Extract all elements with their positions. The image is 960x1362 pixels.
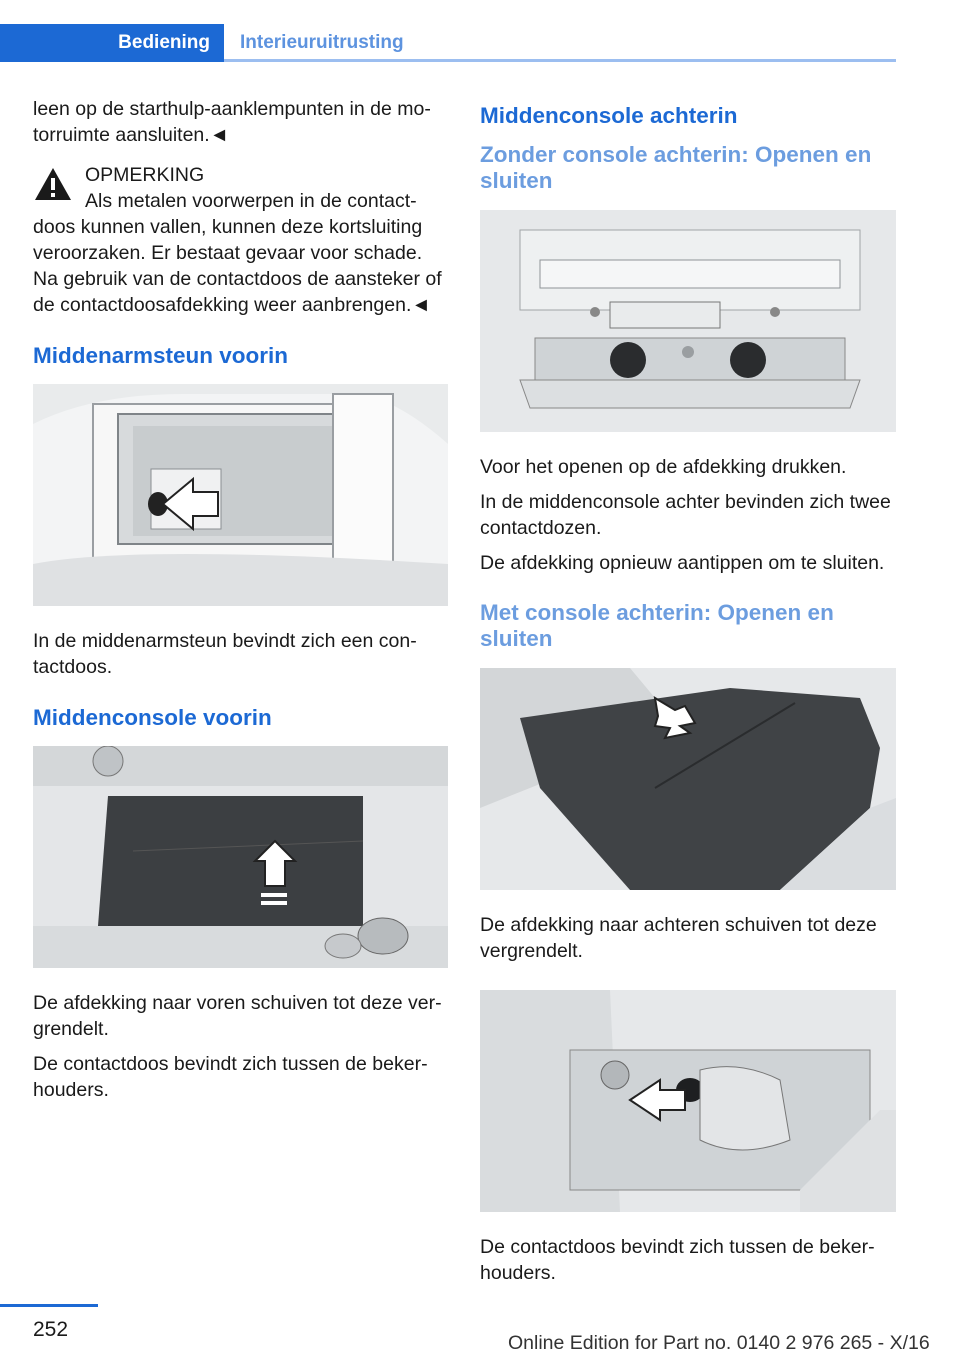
section-title-rear-console: Middenconsole achterin	[480, 103, 738, 128]
armrest-text: In de middenarmsteun bevindt zich een co…	[33, 630, 417, 678]
front-console-text-2: De contactdoos bevindt zich tussen de be…	[33, 1053, 428, 1101]
subsection-title-without-console: Zonder console achterin: Openen en sluit…	[480, 142, 872, 193]
section-title-armrest: Middenarmsteun voorin	[33, 343, 289, 368]
warning-icon	[35, 168, 71, 200]
edition-text: Online Edition for Part no. 0140 2 976 2…	[508, 1332, 930, 1354]
warning-block: OPMERKING Als metalen voorwerpen in de c…	[33, 162, 448, 318]
figure-front-console	[33, 746, 448, 968]
section-title-front-console: Middenconsole voorin	[33, 705, 272, 730]
header-divider	[224, 59, 896, 62]
page-header: Bediening Interieuruitrusting	[0, 0, 960, 62]
rear-console-text-1: Voor het openen op de afdekking drukken.	[480, 456, 847, 478]
tab-bediening[interactable]: Bediening	[0, 24, 224, 62]
rear-console-text-2: In de middenconsole achter bevinden zich…	[480, 491, 891, 539]
figure-cupholders	[480, 990, 896, 1212]
right-column: Middenconsole achterin Zonder console ac…	[480, 96, 896, 1295]
figure-rear-console-closed	[480, 210, 896, 432]
footer-divider	[0, 1304, 98, 1307]
figure-armrest	[33, 384, 448, 606]
warning-title: OPMERKING	[85, 164, 205, 186]
rear-console-text-3: De afdekking opnieuw aantippen om te slu…	[480, 552, 885, 574]
warning-text: Als metalen voorwerpen in de contact-doo…	[33, 190, 442, 316]
sliding-console-text-1: De afdekking naar achteren schuiven tot …	[480, 914, 877, 962]
figure-rear-console-sliding	[480, 668, 896, 890]
tab-interieuruitrusting[interactable]: Interieuruitrusting	[240, 32, 404, 53]
left-column: leen op de starthulp-aanklempunten in de…	[33, 96, 448, 1112]
cupholders-text: De contactdoos bevindt zich tussen de be…	[480, 1236, 875, 1284]
front-console-text-1: De afdekking naar voren schuiven tot dez…	[33, 992, 442, 1040]
page-number: 252	[33, 1318, 69, 1341]
subsection-title-with-console: Met console achterin: Openen en sluiten	[480, 600, 834, 651]
intro-paragraph: leen op de starthulp-aanklempunten in de…	[33, 98, 431, 146]
